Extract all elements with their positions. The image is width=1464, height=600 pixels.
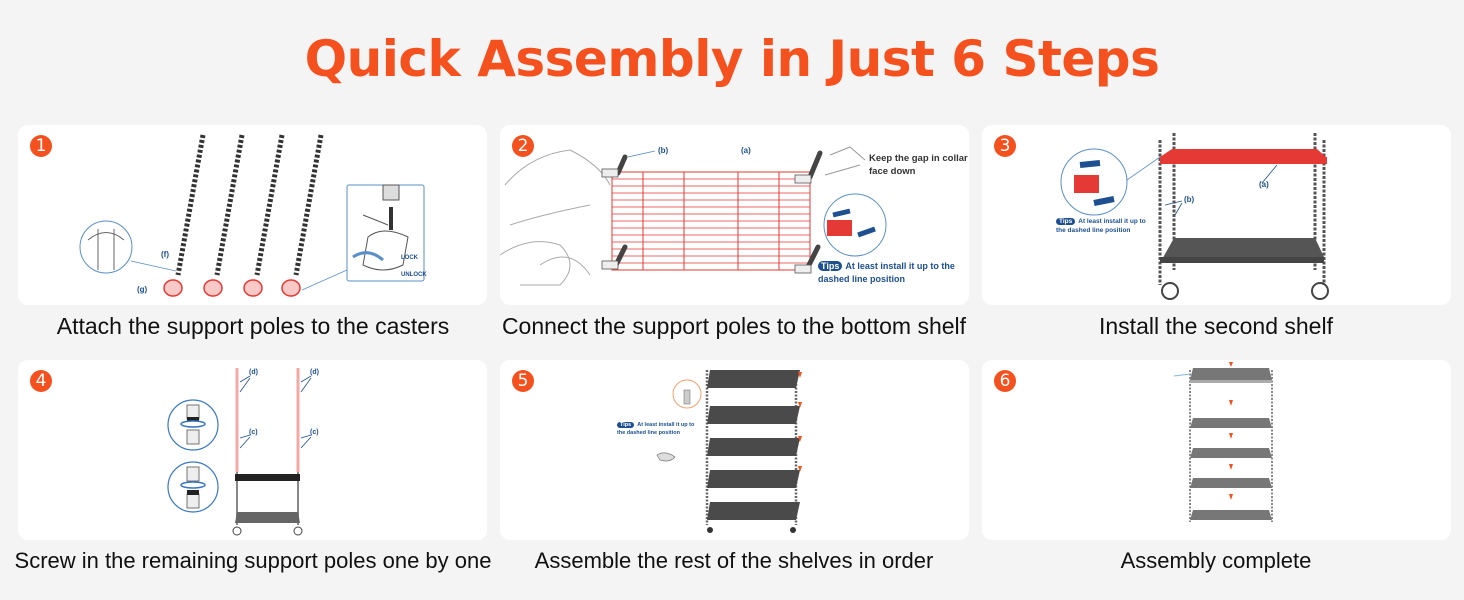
remaining-shelves-illustration: [656, 370, 802, 533]
label-b: (b): [1184, 195, 1195, 204]
tip-line1: At least install it up to: [1078, 218, 1146, 225]
tips-badge: Tips: [1056, 218, 1076, 225]
label-d-left: (d): [249, 369, 258, 376]
tip-line1: At least install it up to: [637, 422, 695, 428]
label-g: (g): [137, 285, 148, 294]
tip-line2: the dashed line position: [1056, 227, 1131, 234]
tip-line2: dashed line position: [818, 274, 906, 284]
step-4-caption: Screw in the remaining support poles one…: [14, 548, 492, 573]
step-2-card: 2 (b) (a) Keep the gap in collar: [500, 125, 969, 305]
label-a: (a): [1259, 180, 1269, 189]
step-1-card: 1 (f) (g) LOCK UNLOCK: [18, 125, 487, 305]
collar-note-line1: Keep the gap in collar: [869, 153, 968, 164]
second-shelf-illustration: [1060, 133, 1329, 300]
step-4-card: 4 (d) (d) (c) (c): [18, 360, 487, 540]
step-5-caption: Assemble the rest of the shelves in orde…: [534, 548, 934, 573]
step-number-badge: 5: [512, 370, 534, 392]
completed-shelf-illustration: [1173, 362, 1273, 522]
tips-badge: Tips: [617, 422, 635, 428]
step-number-badge: 2: [512, 135, 534, 157]
step-6-card: 6: [982, 360, 1451, 540]
step-6-caption: Assembly complete: [1120, 548, 1312, 573]
label-c-left: (c): [249, 429, 258, 436]
poles-and-casters-illustration: [79, 134, 425, 297]
tip-line1: At least install it up to the: [845, 261, 955, 271]
step-3-caption: Install the second shelf: [1099, 313, 1333, 339]
step-number-badge: 6: [994, 370, 1016, 392]
step-2-caption: Connect the support poles to the bottom …: [501, 313, 967, 339]
step-1-caption: Attach the support poles to the casters: [56, 313, 450, 339]
label-d-right: (d): [310, 369, 319, 376]
label-f: (f): [161, 250, 169, 259]
step-number-badge: 3: [994, 135, 1016, 157]
collar-note-line2: face down: [869, 166, 916, 177]
step-number-badge: 1: [30, 135, 52, 157]
tips-badge: Tips: [818, 261, 843, 271]
label-c-right: (c): [310, 429, 319, 436]
step-number-badge: 4: [30, 370, 52, 392]
label-lock: LOCK: [401, 255, 418, 261]
label-b: (b): [658, 146, 669, 155]
label-unlock: UNLOCK: [401, 272, 427, 278]
remaining-poles-illustration: [167, 368, 312, 536]
label-a: (a): [741, 146, 751, 155]
bottom-shelf-illustration: [500, 146, 887, 286]
page-title: Quick Assembly in Just 6 Steps: [304, 30, 1160, 88]
tip-line2: the dashed line position: [617, 430, 680, 436]
